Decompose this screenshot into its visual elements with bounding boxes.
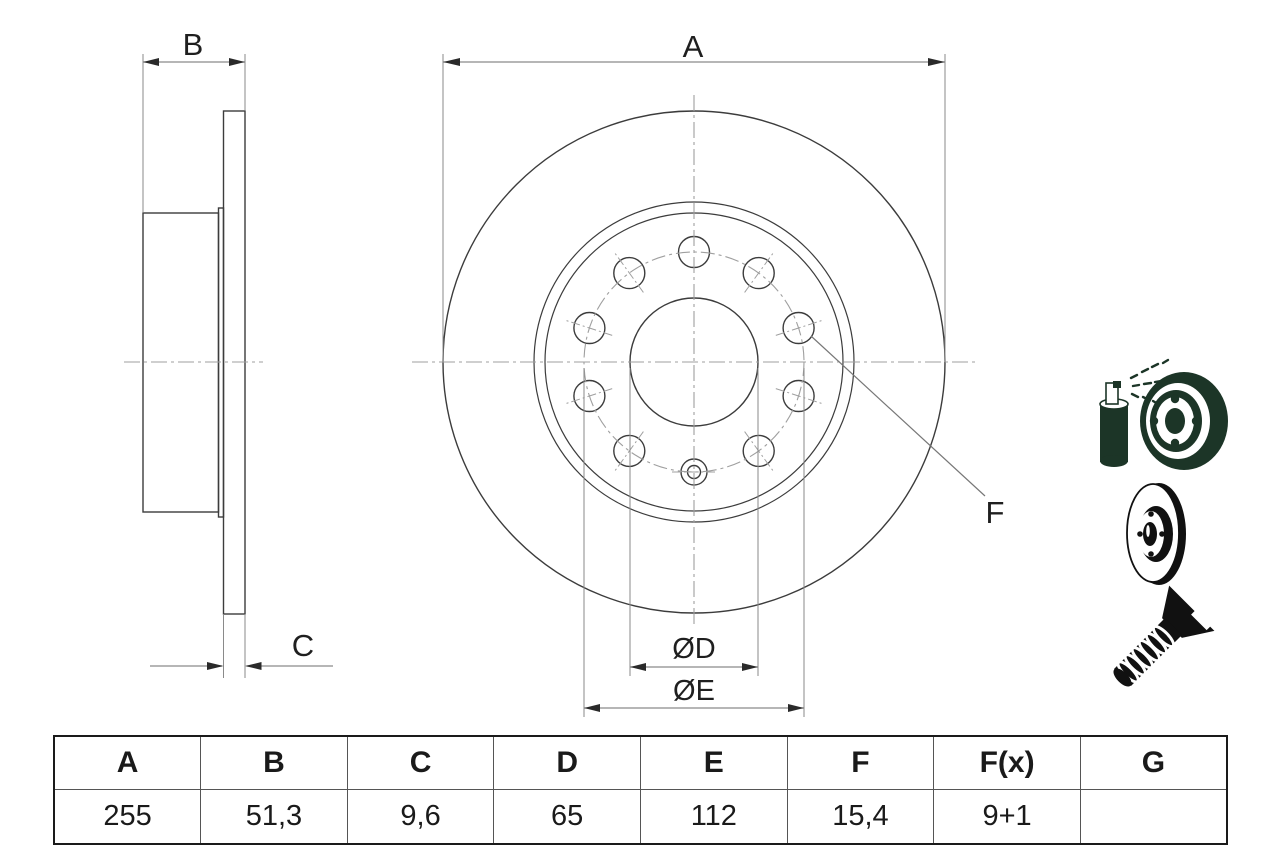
technical-drawing: B C: [124, 27, 1228, 717]
dimension-e-label: ØE: [673, 675, 715, 707]
arrowhead: [443, 58, 460, 66]
bolt-hole: [573, 379, 606, 413]
table-header-row: A B C D E F F(x) G: [53, 735, 1228, 790]
header-c: C: [346, 735, 495, 790]
brake-disc-icon: [1126, 483, 1186, 585]
dimension-b: B: [142, 27, 246, 212]
bolt-hole: [782, 311, 815, 345]
bolt-hole: [742, 256, 775, 290]
bolt-hole: [613, 434, 646, 468]
dimension-table: A B C D E F F(x) G 255 51,3 9,6 65 112 1…: [53, 735, 1228, 845]
leader-f: F: [810, 335, 1005, 530]
arrowhead: [245, 662, 262, 670]
bolt-hole-ticks: [564, 251, 824, 473]
spray-mist: [1129, 358, 1174, 406]
dimension-f-label: F: [986, 495, 1005, 530]
value-f: 15,4: [786, 789, 935, 845]
arrowhead: [584, 704, 600, 712]
spray-can-coated-disc-icon: [1099, 358, 1228, 470]
header-f: F: [786, 735, 935, 790]
arrowhead: [630, 663, 646, 671]
bolt-hole: [613, 256, 646, 290]
value-fx: 9+1: [933, 789, 1081, 845]
value-g: [1079, 789, 1228, 845]
dimension-d: ØD: [629, 368, 759, 676]
header-e: E: [640, 735, 788, 790]
header-g: G: [1079, 735, 1228, 790]
arrowhead: [207, 662, 224, 670]
value-c: 9,6: [346, 789, 495, 845]
header-a: A: [53, 735, 202, 790]
bolt-hole: [742, 434, 775, 468]
value-a: 255: [53, 789, 202, 845]
arrowhead: [229, 58, 245, 66]
countersunk-screw-icon: [1113, 585, 1215, 687]
bolt-hole: [573, 311, 606, 345]
dimension-c: C: [150, 614, 333, 678]
arrowhead: [143, 58, 159, 66]
bolt-circle: [583, 251, 805, 473]
dimension-b-label: B: [183, 27, 204, 62]
dimension-e: ØE: [583, 368, 805, 717]
front-view-centerlines: [412, 95, 978, 628]
value-e: 112: [640, 789, 788, 845]
bolt-hole: [782, 379, 815, 413]
arrowhead: [928, 58, 945, 66]
header-d: D: [493, 735, 641, 790]
dimension-a: A: [442, 29, 946, 362]
arrowhead: [742, 663, 758, 671]
header-b: B: [200, 735, 348, 790]
dimension-d-label: ØD: [672, 633, 716, 665]
dimension-a-label: A: [683, 29, 704, 64]
table-value-row: 255 51,3 9,6 65 112 15,4 9+1: [53, 789, 1228, 845]
dimension-c-label: C: [292, 628, 314, 663]
value-d: 65: [493, 789, 641, 845]
arrowhead: [788, 704, 804, 712]
header-fx: F(x): [933, 735, 1081, 790]
value-b: 51,3: [200, 789, 348, 845]
spray-can: [1099, 381, 1129, 467]
